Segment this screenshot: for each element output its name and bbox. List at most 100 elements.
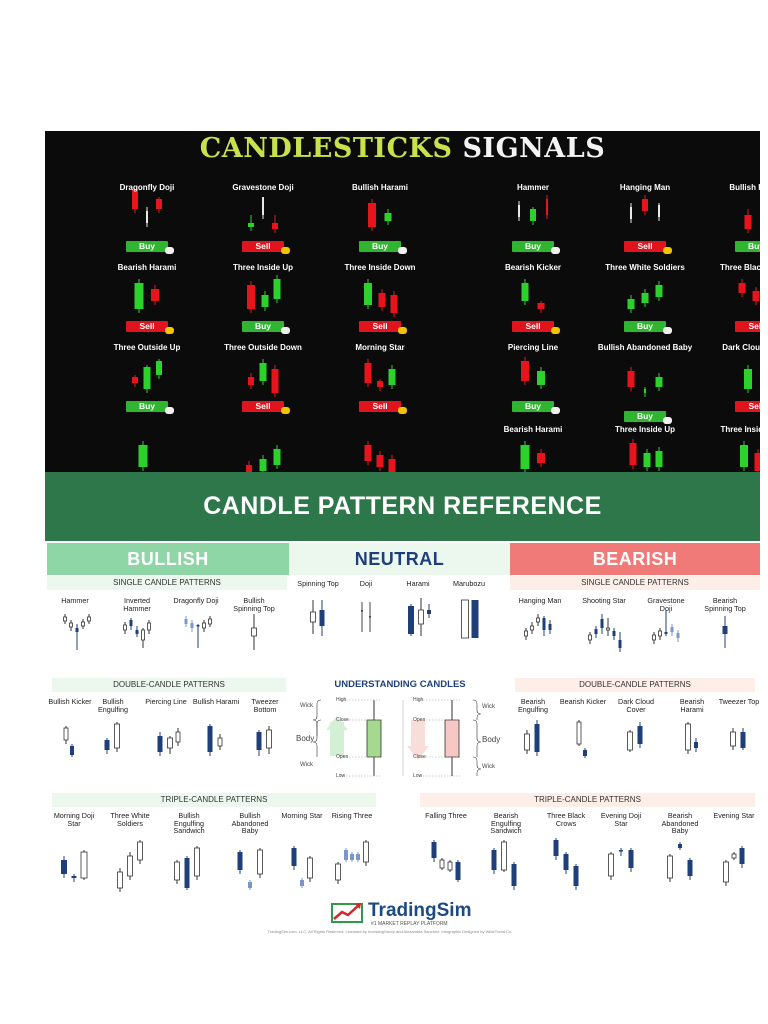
understanding-label: Close (336, 717, 349, 723)
reference-candle (431, 840, 437, 862)
undefined: Bullish Spinning Top (233, 596, 275, 613)
hand-pointer-icon (398, 247, 407, 254)
signal-pattern-label: Three Inside Down (344, 263, 416, 272)
reference-candle (251, 614, 257, 650)
bearish-double-band: DOUBLE-CANDLE PATTERNS (515, 678, 755, 692)
reference-candle (670, 624, 674, 636)
reference-candle (731, 852, 737, 860)
reference-candle (363, 840, 369, 866)
signal-candle (156, 197, 162, 213)
signal-candle (143, 365, 151, 393)
undefined: Falling Three (425, 811, 467, 820)
signal-candle (655, 373, 663, 391)
signal-candle (132, 189, 138, 213)
reference-candle (563, 852, 569, 874)
reference-candle (606, 618, 610, 636)
reference-candle (418, 598, 424, 636)
undefined: Gravestone Doji (647, 596, 685, 613)
reference-candle (87, 614, 91, 624)
reference-candle (664, 610, 668, 636)
hand-pointer-icon (281, 407, 290, 414)
reference-candle (637, 722, 643, 748)
sell-pill: Sell (735, 321, 760, 332)
hand-pointer-icon (663, 247, 672, 254)
sell-pill: Sell (359, 321, 401, 332)
sell-pill: Sell (735, 401, 760, 412)
understanding-title: UNDERSTANDING CANDLES (334, 679, 466, 690)
undefined: Morning Doji Star (53, 811, 95, 828)
signal-pattern-label: Bearish Harami (503, 425, 563, 434)
reference-candle (291, 846, 297, 870)
signal-candle (642, 195, 648, 215)
signal-pattern-label: Three Inside Up (232, 263, 293, 272)
footer-brand: TradingSim (368, 900, 472, 921)
signals-title-part2: SIGNALS (462, 133, 606, 164)
reference-candle (676, 630, 680, 642)
understanding-label: Open (336, 754, 349, 760)
understanding-label: Body (296, 734, 315, 743)
reference-candle (530, 622, 534, 634)
reference-candle (600, 614, 604, 634)
signal-candle (537, 301, 545, 313)
signal-candle (364, 279, 372, 309)
undefined: Bullish Kicker (48, 697, 92, 706)
undefined: Dragonfly Doji (173, 596, 219, 605)
signal-candle (655, 447, 663, 471)
signal-candle (247, 281, 255, 313)
reference-candle (361, 602, 363, 632)
signal-candle (378, 289, 386, 311)
hand-pointer-icon (165, 247, 174, 254)
signal-pattern-label: Bearish Kicker (504, 263, 562, 272)
reference-candle (344, 848, 348, 862)
hand-pointer-icon (165, 327, 174, 334)
signal-pattern-label: Gravestone Doji (232, 183, 294, 192)
reference-candle (217, 734, 223, 750)
undefined: Bullish Engulfing Sandwich (173, 811, 205, 835)
signal-pattern-label: Bullish Harami (351, 183, 408, 192)
bullish-header: BULLISH (47, 543, 289, 575)
undefined: Doji (359, 579, 373, 588)
hand-pointer-icon (398, 407, 407, 414)
undefined: Piercing Line (145, 697, 187, 706)
reference-candle (628, 848, 634, 872)
reference-candle (123, 622, 127, 634)
reference-candle (608, 852, 614, 880)
reference-candle (174, 860, 180, 884)
reference-candle (723, 860, 729, 886)
hand-pointer-icon (551, 407, 560, 414)
reference-candle (207, 724, 213, 756)
reference-candle (573, 864, 579, 890)
sell-pill: Sell (242, 401, 284, 412)
reference-candle (81, 619, 85, 629)
undefined: Inverted Hammer (123, 596, 151, 613)
signal-candle (261, 291, 269, 311)
signal-candle (738, 279, 746, 297)
tradingsim-logo-icon (331, 903, 363, 923)
footer-tagline: #1 MARKET REPLAY PLATFORM (371, 921, 448, 927)
undefined: Marubozu (453, 579, 485, 588)
sell-pill: Sell (359, 401, 401, 412)
signal-candle (146, 207, 148, 227)
signal-candle (752, 287, 760, 305)
reference-candle (80, 850, 88, 880)
reference-candle (447, 860, 453, 872)
signal-pattern-label: Three Outside Up (113, 343, 181, 352)
reference-candle (618, 632, 622, 652)
sell-pill: Sell (242, 241, 284, 252)
reference-candle (63, 726, 69, 744)
signal-candle (138, 441, 148, 471)
reference-candle (184, 616, 188, 627)
reference-candle (739, 846, 745, 868)
signal-pattern-label: Piercing Line (507, 343, 559, 352)
signal-candle (384, 209, 392, 225)
signal-candle (655, 281, 663, 301)
reference-candle (511, 862, 517, 890)
signal-pattern-label: Three Inside Up (614, 425, 675, 434)
signal-pattern-label: Bullish Kicker (729, 183, 760, 192)
buy-pill: Buy (624, 321, 666, 332)
undefined: Three White Soldiers (110, 811, 150, 828)
undefined: Spinning Top (297, 579, 339, 588)
undefined: Shooting Star (582, 596, 626, 605)
reference-candle (667, 854, 673, 882)
